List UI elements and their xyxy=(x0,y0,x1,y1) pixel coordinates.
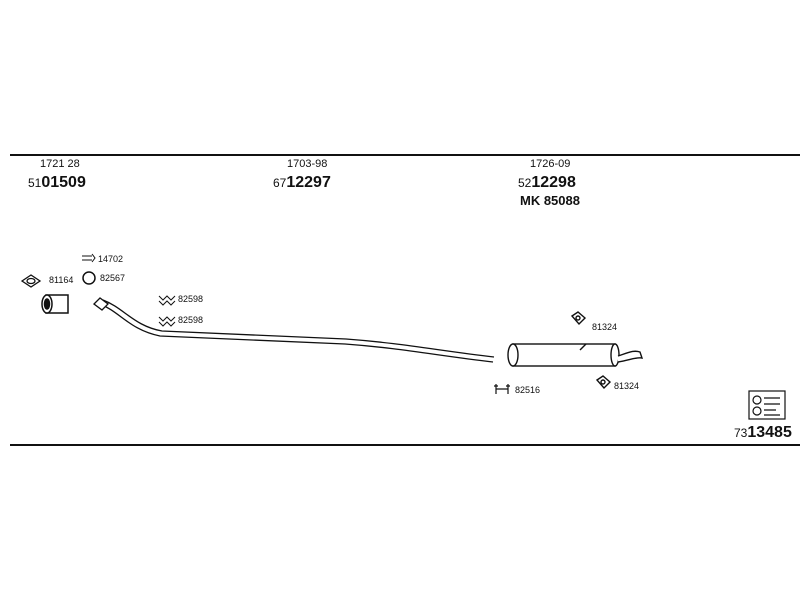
section-2-number: 12297 xyxy=(286,174,331,191)
label-81164: 81164 xyxy=(49,275,74,285)
footer-prefix: 73 xyxy=(734,426,748,440)
rubber-mount-top-icon xyxy=(570,311,587,326)
clamp-82598-a-icon xyxy=(158,295,176,306)
clamp-82598-b-icon xyxy=(158,316,176,327)
label-82567: 82567 xyxy=(100,273,126,283)
label-81324-bottom: 81324 xyxy=(614,381,640,391)
footer-number: 13485 xyxy=(747,424,792,441)
section-3-prefix: 52 xyxy=(518,176,532,190)
middle-pipe xyxy=(93,297,495,363)
section-1-prefix: 51 xyxy=(28,176,42,190)
footer-part-number: 7313485 xyxy=(734,424,792,442)
section-3-part-number: 5212298 xyxy=(518,174,576,192)
label-81324-top: 81324 xyxy=(592,322,618,332)
section-3-ref: 1726-09 xyxy=(530,158,571,170)
section-3-number: 12298 xyxy=(531,174,576,191)
bottom-rule xyxy=(10,444,800,446)
section-2-prefix: 67 xyxy=(273,176,287,190)
label-82598-b: 82598 xyxy=(178,315,204,325)
section-1-ref: 1721 28 xyxy=(40,158,80,170)
rubber-mount-bottom-icon xyxy=(595,375,612,390)
section-1-number: 01509 xyxy=(41,174,86,191)
gasket-icon xyxy=(20,274,42,288)
top-rule xyxy=(10,154,800,156)
section-2-part-number: 6712297 xyxy=(273,174,331,192)
rear-muffler xyxy=(507,343,644,367)
label-82598-a: 82598 xyxy=(178,294,204,304)
clamp-icon xyxy=(82,253,96,263)
clamp-82516-icon xyxy=(494,384,510,394)
label-14702: 14702 xyxy=(98,254,124,264)
section-3-extra: MK 85088 xyxy=(520,193,580,208)
fixing-set-icon xyxy=(748,390,786,420)
ring-icon xyxy=(82,271,96,285)
section-1-part-number: 5101509 xyxy=(28,174,86,192)
label-82516: 82516 xyxy=(515,385,541,395)
section-2-ref: 1703-98 xyxy=(287,158,328,170)
converter-icon xyxy=(41,294,69,314)
